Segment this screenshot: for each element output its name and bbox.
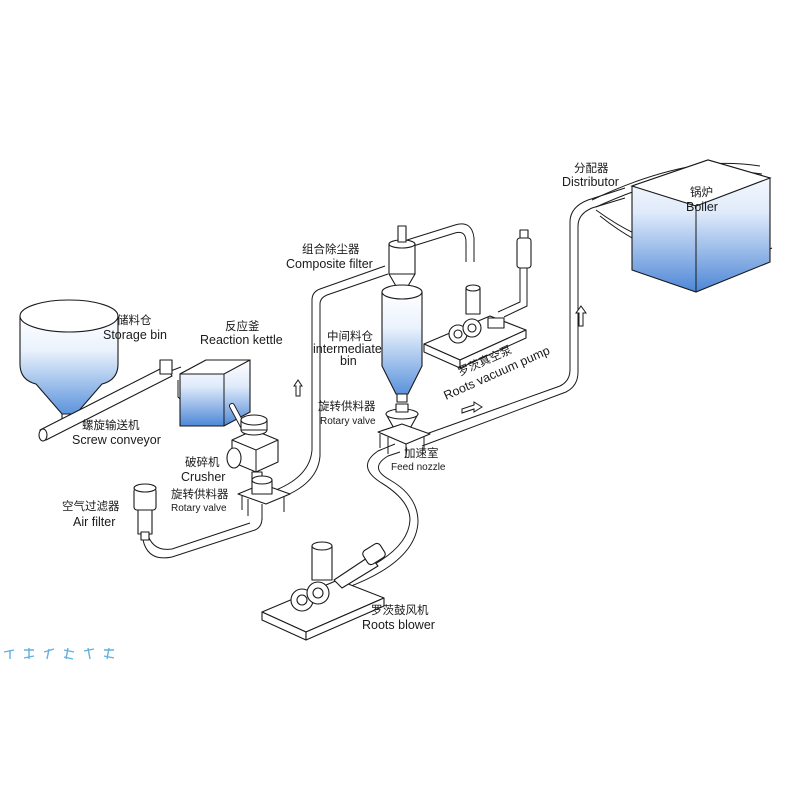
roots-blower-label-en: Roots blower — [362, 618, 435, 632]
screw-conveyor — [38, 359, 173, 442]
vacuum-exhaust-silencer — [516, 229, 532, 269]
reaction-kettle — [179, 359, 251, 435]
screw-conveyor-label-en: Screw conveyor — [72, 433, 161, 447]
reaction-kettle-label-zh: 反应釜 — [225, 319, 260, 333]
distributor-label-zh: 分配器 — [574, 161, 609, 175]
labels: 储料仓 Storage bin 反应釜 Reaction kettle 螺旋输送… — [62, 161, 718, 632]
composite-filter-label-en: Composite filter — [286, 257, 373, 271]
feed-nozzle-label-zh: 加速室 — [404, 446, 439, 460]
roots-blower-label-zh: 罗茨鼓风机 — [371, 603, 429, 617]
rotary-valve-2-label-en: Rotary valve — [320, 416, 376, 427]
rotary-valve-1-label-zh: 旋转供料器 — [171, 487, 229, 501]
roots-blower — [261, 541, 386, 641]
screw-conveyor-label-zh: 螺旋输送机 — [82, 418, 140, 432]
crusher-label-en: Crusher — [181, 470, 225, 484]
air-filter-label-zh: 空气过滤器 — [62, 499, 120, 513]
crusher — [226, 414, 279, 483]
reaction-kettle-label-en: Reaction kettle — [200, 333, 283, 347]
boiler-label-en: Boiler — [686, 200, 718, 214]
up-arrow-icon — [575, 305, 587, 327]
cropped-watermark — [3, 647, 115, 660]
rotary-valve-1 — [237, 475, 291, 520]
air-filter-label-en: Air filter — [73, 515, 115, 529]
intermediate-bin-label-en-2: bin — [340, 354, 357, 368]
right-arrow-icon — [461, 401, 483, 414]
feed-nozzle-label-en: Feed nozzle — [391, 462, 446, 473]
boiler-label-zh: 锅炉 — [690, 185, 713, 199]
intermediate-bin-label-zh: 中间料仓 — [327, 329, 373, 343]
storage-bin-label-en: Storage bin — [103, 328, 167, 342]
rotary-valve-2-label-zh: 旋转供料器 — [318, 399, 376, 413]
roots-vacuum-pump — [423, 284, 527, 369]
up-arrow-icon — [293, 379, 303, 397]
boiler — [630, 159, 772, 293]
storage-bin-label-zh: 储料仓 — [117, 313, 152, 327]
intermediate-bin-label-en-1: intermediate — [313, 342, 382, 356]
composite-filter — [388, 225, 416, 287]
flow-arrows — [293, 305, 587, 414]
air-filter — [133, 483, 157, 541]
crusher-label-zh: 破碎机 — [185, 455, 220, 469]
intermediate-bin — [381, 284, 423, 403]
feed-nozzle — [377, 423, 431, 458]
rotary-valve-1-label-en: Rotary valve — [171, 503, 227, 514]
distributor-label-en: Distributor — [562, 175, 619, 189]
composite-filter-label-zh: 组合除尘器 — [302, 242, 360, 256]
